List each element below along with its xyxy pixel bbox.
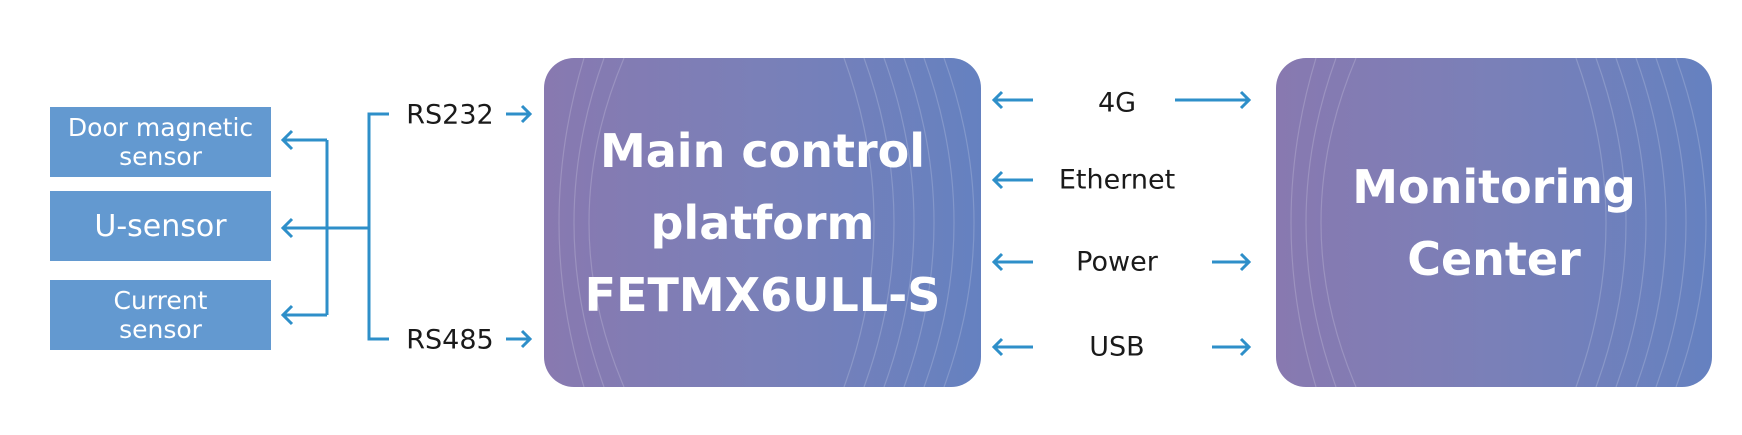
rs485-arrow-icon: [506, 329, 533, 349]
monitor-box-title-line2: Center: [1407, 231, 1581, 286]
wave-pattern: [558, 58, 975, 387]
sensor-arrowheads: [280, 129, 294, 326]
monitor-box-title-line1: Monitoring: [1352, 159, 1636, 214]
link-power-label: Power: [1076, 246, 1158, 278]
4g-left-arrow-icon: [991, 90, 1033, 110]
sensor-u: U-sensor: [50, 191, 271, 261]
link-usb-label: USB: [1089, 331, 1145, 363]
power-left-arrow-icon: [991, 252, 1033, 272]
main-box-title-line2: platform: [650, 195, 875, 250]
main-control-box: Main control platform FETMX6ULL-S: [544, 58, 981, 387]
sensor-label: U-sensor: [94, 208, 227, 244]
usb-right-arrow-icon: [1212, 337, 1252, 357]
link-4g-label: 4G: [1097, 87, 1137, 119]
sensor-current: Current sensor: [50, 280, 271, 350]
sensor-door-magnetic: Door magnetic sensor: [50, 107, 271, 177]
ethernet-left-arrow-icon: [991, 170, 1033, 190]
sensor-label: Door magnetic sensor: [67, 113, 254, 171]
main-box-title-line1: Main control: [599, 123, 925, 178]
sensor-branch-lines: [283, 138, 369, 317]
4g-right-arrow-icon: [1175, 90, 1252, 110]
sensor-label: Current sensor: [113, 286, 208, 344]
rs232-arrow-icon: [506, 104, 533, 124]
main-box-title-line3: FETMX6ULL-S: [584, 267, 941, 322]
link-ethernet-label: Ethernet: [1058, 164, 1176, 196]
power-right-arrow-icon: [1212, 252, 1252, 272]
monitoring-center-box: Monitoring Center: [1276, 58, 1712, 387]
rs232-label: RS232: [406, 99, 494, 131]
rs485-label: RS485: [406, 324, 494, 356]
rs-bracket: [367, 112, 389, 341]
wave-pattern: [1290, 58, 1707, 387]
usb-left-arrow-icon: [991, 337, 1033, 357]
